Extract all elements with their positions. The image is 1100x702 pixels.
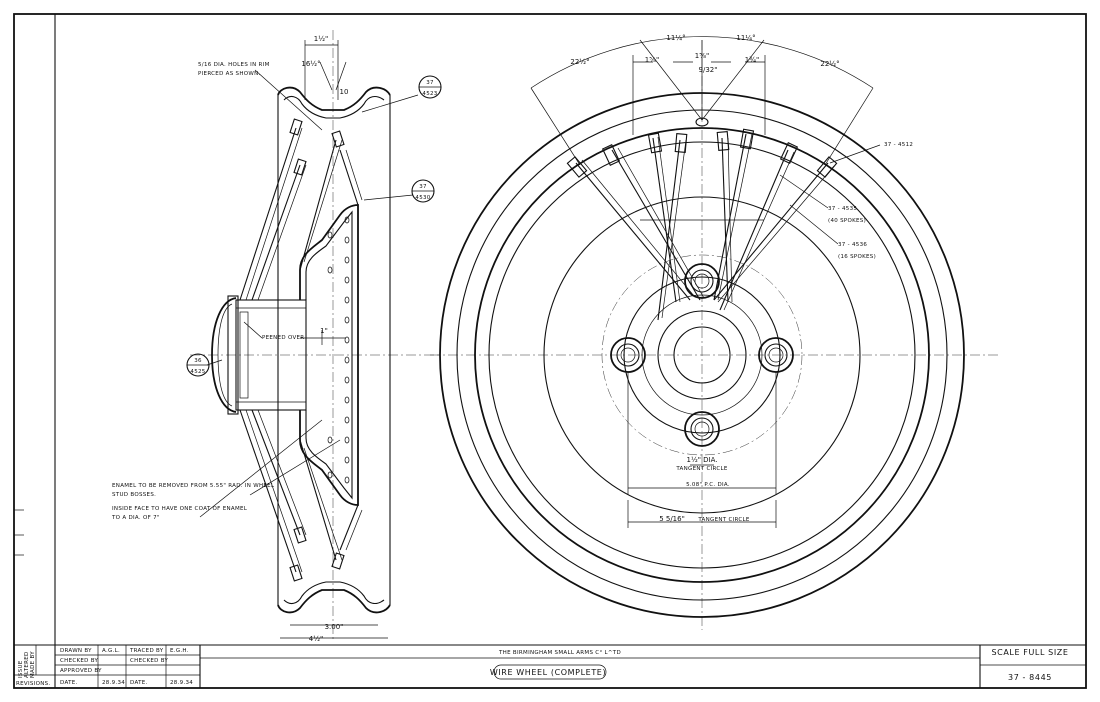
scale-label: SCALE FULL SIZE <box>991 648 1068 657</box>
drawing-number: 37 - 8445 <box>1008 673 1052 682</box>
dim-spacing-3: 1¾" <box>745 56 759 64</box>
side-label-issue: ISSUE <box>18 660 24 678</box>
front-elevation <box>430 36 1000 630</box>
part-4530-top: 37 <box>419 184 427 190</box>
drawn-by-value: A.G.L. <box>102 648 120 654</box>
date-label: DATE. <box>60 680 78 686</box>
rim-holes-note-line2: PIERCED AS SHOWN. <box>198 71 261 77</box>
spokes-side <box>239 118 363 582</box>
part-4512-label: 37 - 4512 <box>884 142 913 148</box>
checked-by-2-label: CHECKED BY <box>130 658 169 664</box>
dim-top-width: 1½" <box>314 35 328 43</box>
part-4535-label: 37 - 4535 <box>828 206 857 212</box>
sheet-border <box>13 13 1087 689</box>
rim-holes-note-line1: 5/16 DIA. HOLES IN RIM <box>198 62 270 68</box>
part-4525-bottom: 4525 <box>190 369 205 375</box>
title-block: ISSUE ALTERED MADE BY REVISIONS. DRAWN B… <box>14 645 1086 688</box>
side-dimensions <box>280 40 388 639</box>
flange-holes <box>327 216 350 484</box>
dim-offset: 10 <box>340 88 349 96</box>
approved-by-label: APPROVED BY <box>60 668 102 674</box>
spokes-40-label: (40 SPOKES) <box>828 218 866 224</box>
hub-shell <box>211 204 359 506</box>
part-4523-top: 37 <box>426 80 434 86</box>
side-label-altered: ALTERED <box>24 651 30 678</box>
dim-arc-left: 22½° <box>570 58 589 66</box>
front-leaders <box>779 144 881 245</box>
spokes-front <box>566 117 838 321</box>
checked-by-label: CHECKED BY <box>60 658 99 664</box>
side-elevation <box>186 30 442 640</box>
angle-construction <box>530 36 874 166</box>
annotation-text: 5/16 DIA. HOLES IN RIM PIERCED AS SHOWN.… <box>111 62 913 523</box>
dimension-text: 1½" 16½° 10 1" 3.00" 4½" 22½° 11¼° 11¼° … <box>301 34 839 643</box>
part-4536-label: 37 - 4536 <box>838 242 867 248</box>
dim-tangent-small: 1½" DIA. <box>686 456 717 464</box>
balloons <box>186 75 442 377</box>
dim-arc-mid-right: 11¼° <box>736 34 755 42</box>
date-2-label: DATE. <box>130 680 148 686</box>
dim-spacing-2: 1⅝" <box>695 52 709 60</box>
enamel-note-line3: INSIDE FACE TO HAVE ONE COAT OF ENAMEL <box>112 506 248 512</box>
peened-over-label: PEENED OVER <box>262 335 304 341</box>
dim-spacing-1: 1⅝" <box>645 56 659 64</box>
dim-total: 4½" <box>309 635 323 643</box>
date-value: 28.9.34 <box>102 680 125 686</box>
date-2-value: 28.9.34 <box>170 680 193 686</box>
dim-arc-mid-left: 11¼° <box>666 34 685 42</box>
drawing-title: WIRE WHEEL (COMPLETE) <box>490 668 606 677</box>
tangent-circle-big-label: TANGENT CIRCLE <box>697 517 750 523</box>
traced-by-label: TRACED BY <box>129 648 164 654</box>
part-4523-bottom: 4523 <box>422 91 437 97</box>
drawn-by-label: DRAWN BY <box>60 648 92 654</box>
enamel-note-line4: TO A DIA. OF 7" <box>111 515 160 521</box>
part-4530-bottom: 4530 <box>415 195 430 201</box>
spokes-16-label: (16 SPOKES) <box>838 254 876 260</box>
dim-angle: 16½° <box>301 60 320 68</box>
traced-by-value: E.G.H. <box>170 648 189 654</box>
dim-300: 3.00" <box>325 623 344 631</box>
tangent-circle-small-label: TANGENT CIRCLE <box>675 466 728 472</box>
side-leaders <box>199 69 419 518</box>
revisions-label: REVISIONS. <box>16 681 50 687</box>
front-dimensions <box>627 372 777 528</box>
pc-dia-label: 5.08" P.C. DIA. <box>686 482 730 488</box>
dim-tangent-big: 5 5/16" <box>659 515 685 523</box>
enamel-note-line2: STUD BOSSES. <box>112 492 156 498</box>
stud-bosses <box>610 263 794 447</box>
side-label-made-by: MADE BY <box>30 651 36 678</box>
part-4525-top: 36 <box>194 358 202 364</box>
dim-arc-right: 22½° <box>820 60 839 68</box>
company-name: THE BIRMINGHAM SMALL ARMS C° L^TD <box>498 650 621 656</box>
dim-spacing-4: 9/32" <box>699 66 718 74</box>
dim-one-inch: 1" <box>320 327 328 335</box>
enamel-note-line1: ENAMEL TO BE REMOVED FROM 5.55" RAD. IN … <box>112 483 275 489</box>
